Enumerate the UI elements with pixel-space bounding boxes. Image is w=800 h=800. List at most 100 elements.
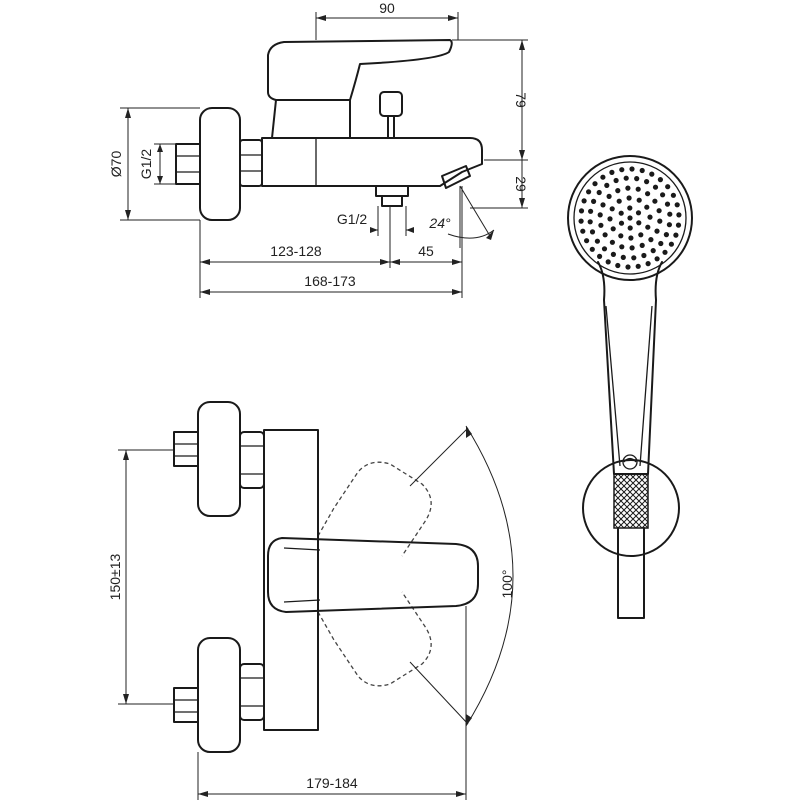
nozzle-hole [639,242,645,248]
nozzle-hole [635,186,641,192]
nozzle-hole [591,198,597,204]
nozzle-hole [588,208,594,214]
nozzle-hole [644,179,650,185]
nozzle-hole [657,177,664,183]
nozzle-hole [645,224,651,230]
side-view: 90 79 29 Ø70 G1/2 G1/2 [108,0,529,298]
nozzle-hole [592,181,598,187]
nozzle-hole [620,254,626,260]
nozzle-hole [589,246,595,252]
side-lever [267,39,453,101]
front-top-rosette [197,401,241,517]
side-body [261,137,483,187]
nozzle-hole [660,192,666,198]
front-bottom-inlet [173,687,199,723]
front-lever [267,537,479,613]
front-top-inlet [173,431,199,467]
nozzle-hole [635,263,641,269]
nozzle-hole [629,166,635,172]
nozzle-hole [627,205,633,211]
hand-shower [567,155,693,619]
nozzle-hole [586,189,592,195]
nozzle-hole [601,246,608,252]
nozzle-hole [625,264,631,270]
nozzle-hole [600,174,606,180]
side-outlet-nut [375,185,409,197]
dim-front-width: 179-184 [306,775,358,791]
nozzle-hole [645,261,651,267]
nozzle-hole [634,176,640,182]
nozzle-hole [645,191,651,197]
nozzle-hole [663,232,670,238]
nozzle-hole [618,210,624,216]
nozzle-hole [648,237,654,243]
dim-inlet-thread: G1/2 [138,149,154,180]
front-body [263,429,319,731]
side-aerator [441,165,471,189]
nozzle-hole [578,208,585,214]
nozzle-hole [625,185,631,191]
dim-lever-height: 79 [513,92,529,108]
nozzle-hole [605,259,611,265]
dim-spout-height: 29 [513,176,529,192]
nozzle-hole [610,226,616,232]
nozzle-hole [636,197,642,203]
front-view: 150±13 100° 179-184 [107,401,515,800]
nozzle-hole [606,193,612,199]
nozzle-hole [629,245,635,251]
nozzle-hole [673,232,679,238]
nozzle-hole [657,218,663,224]
dim-top-width: 90 [379,0,395,16]
nozzle-hole [674,202,680,208]
nozzle-hole [656,208,662,214]
nozzle-hole [609,169,615,175]
nozzle-hole [609,239,616,245]
nozzle-hole [597,212,603,218]
nozzle-hole [609,206,615,212]
shower-hose-braid [613,473,649,529]
nozzle-hole [615,262,621,269]
side-diverter-knob [379,91,403,117]
nozzle-hole [623,175,629,181]
nozzle-hole [628,235,634,241]
nozzle-hole [649,171,655,177]
dim-inlet-spacing: 150±13 [107,553,123,600]
shower-wall-bracket [582,459,680,557]
nozzle-hole [619,244,625,250]
lever-position-up [317,461,432,557]
front-top-nut [239,431,265,489]
dim-projection-inner: 123-128 [270,243,322,259]
nozzle-hole [635,210,642,216]
nozzle-hole [610,251,617,257]
dim-projection-total: 168-173 [304,273,356,289]
nozzle-hole [647,214,653,220]
nozzle-hole [626,195,632,201]
front-bottom-nut [239,663,265,721]
nozzle-hole [665,184,671,190]
nozzle-hole [627,225,633,231]
nozzle-hole [616,198,622,204]
dim-lever-rotation: 100° [499,570,515,599]
nozzle-hole [654,256,660,262]
nozzle-hole [594,238,601,244]
nozzle-hole [587,219,593,225]
nozzle-hole [607,216,613,222]
shower-handle [597,261,663,475]
nozzle-hole [578,218,584,224]
nozzle-hole [675,222,682,228]
nozzle-hole [597,253,603,259]
nozzle-hole [618,233,624,239]
shower-hose [617,527,645,619]
nozzle-hole [636,220,642,226]
nozzle-hole [615,188,621,194]
side-cartridge [271,99,351,139]
side-inlet-pipe [175,143,201,185]
nozzle-hole [580,228,586,234]
nozzle-hole [584,238,590,244]
nozzle-hole [619,167,625,173]
dim-rosette-diameter: Ø70 [108,151,124,178]
nozzle-hole [654,228,660,234]
nozzle-hole [644,204,650,210]
nozzle-hole [613,177,619,184]
nozzle-hole [668,241,675,247]
